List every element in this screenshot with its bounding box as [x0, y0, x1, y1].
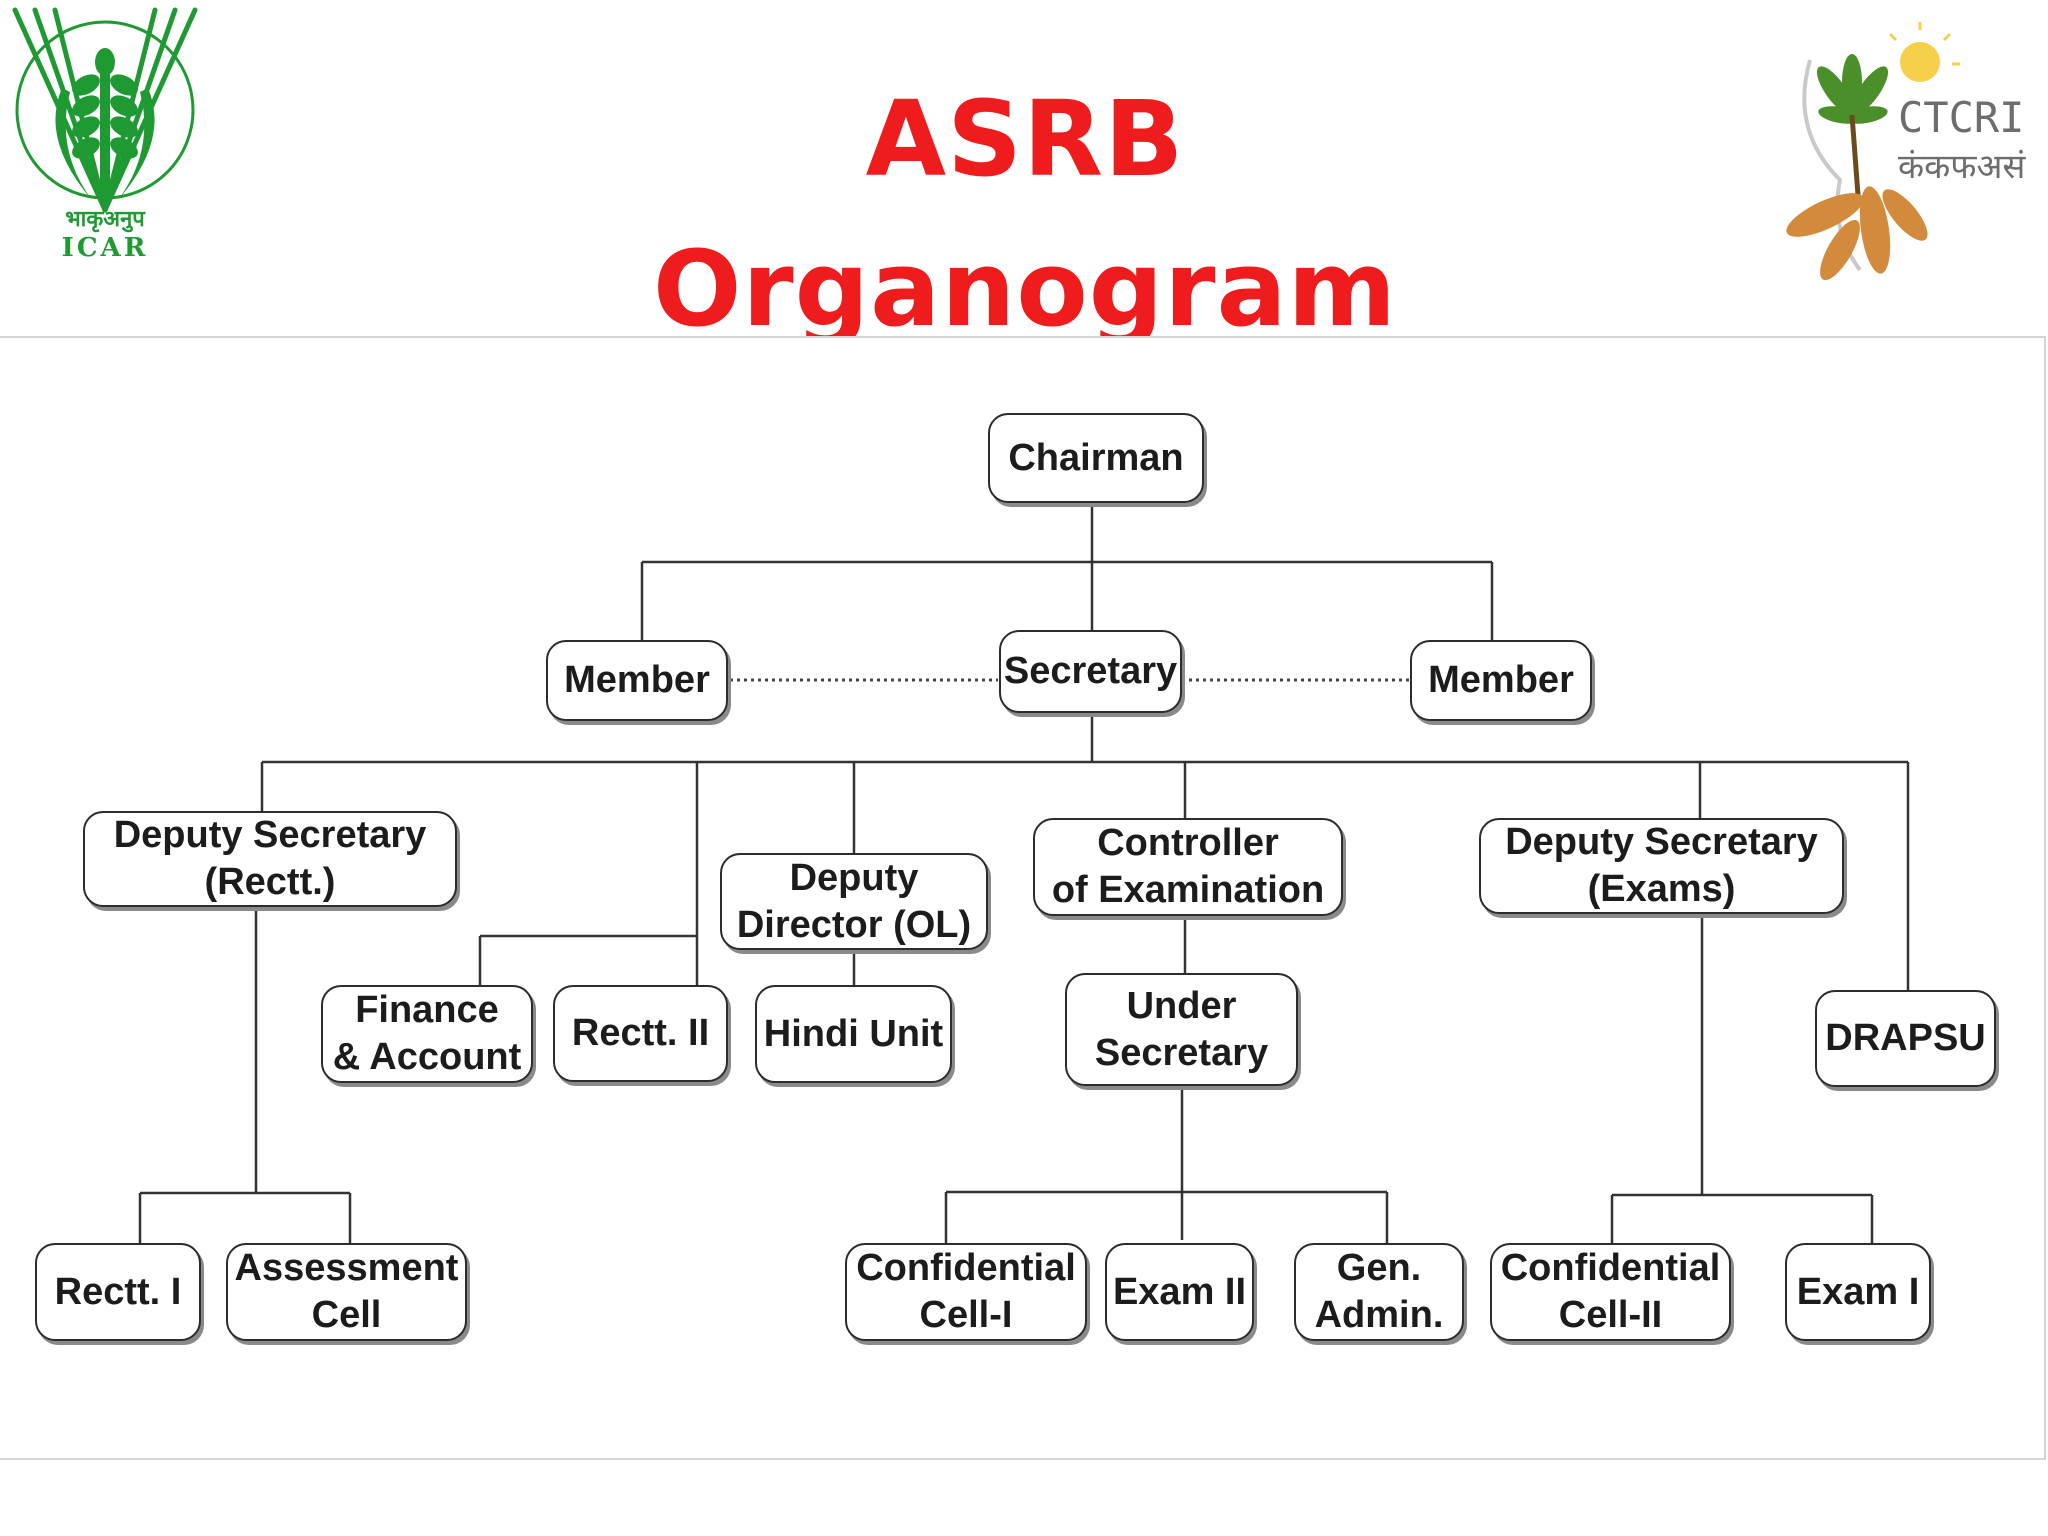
- node-member-left: Member: [546, 640, 728, 721]
- node-confidential-cell-i: Confidential Cell-I: [845, 1243, 1087, 1341]
- node-drapsu: DRAPSU: [1815, 990, 1996, 1087]
- icar-logo-latin: ICAR: [62, 233, 149, 263]
- node-hindi-unit: Hindi Unit: [755, 985, 952, 1083]
- node-deputy-secretary-exams: Deputy Secretary (Exams): [1479, 818, 1844, 914]
- node-exam-i: Exam I: [1785, 1243, 1931, 1341]
- ctcri-logo-hindi: कंकफअसं: [1898, 147, 2026, 187]
- node-secretary: Secretary: [999, 630, 1182, 713]
- node-controller-examination: Controller of Examination: [1033, 818, 1343, 916]
- node-rectt-i: Rectt. I: [35, 1243, 201, 1341]
- node-under-secretary: Under Secretary: [1065, 973, 1298, 1086]
- node-confidential-cell-ii: Confidential Cell-II: [1490, 1243, 1731, 1341]
- node-assessment-cell: Assessment Cell: [226, 1243, 467, 1341]
- node-deputy-director-ol: Deputy Director (OL): [720, 853, 988, 950]
- icar-logo: भाकृअनुप ICAR: [12, 7, 198, 263]
- node-chairman: Chairman: [988, 413, 1204, 503]
- ctcri-logo-latin: CTCRI: [1898, 93, 2024, 142]
- icar-logo-hindi: भाकृअनुप: [65, 207, 146, 233]
- node-exam-ii: Exam II: [1105, 1243, 1254, 1341]
- node-member-right: Member: [1410, 640, 1592, 721]
- node-gen-admin: Gen. Admin.: [1294, 1243, 1464, 1341]
- node-rectt-ii: Rectt. II: [553, 985, 728, 1082]
- node-finance-account: Finance & Account: [321, 985, 533, 1083]
- page-title: ASRB Organogram: [652, 78, 1398, 350]
- node-deputy-secretary-rectt: Deputy Secretary (Rectt.): [83, 811, 457, 907]
- ctcri-logo: CTCRI कंकफअसं: [1786, 22, 2026, 281]
